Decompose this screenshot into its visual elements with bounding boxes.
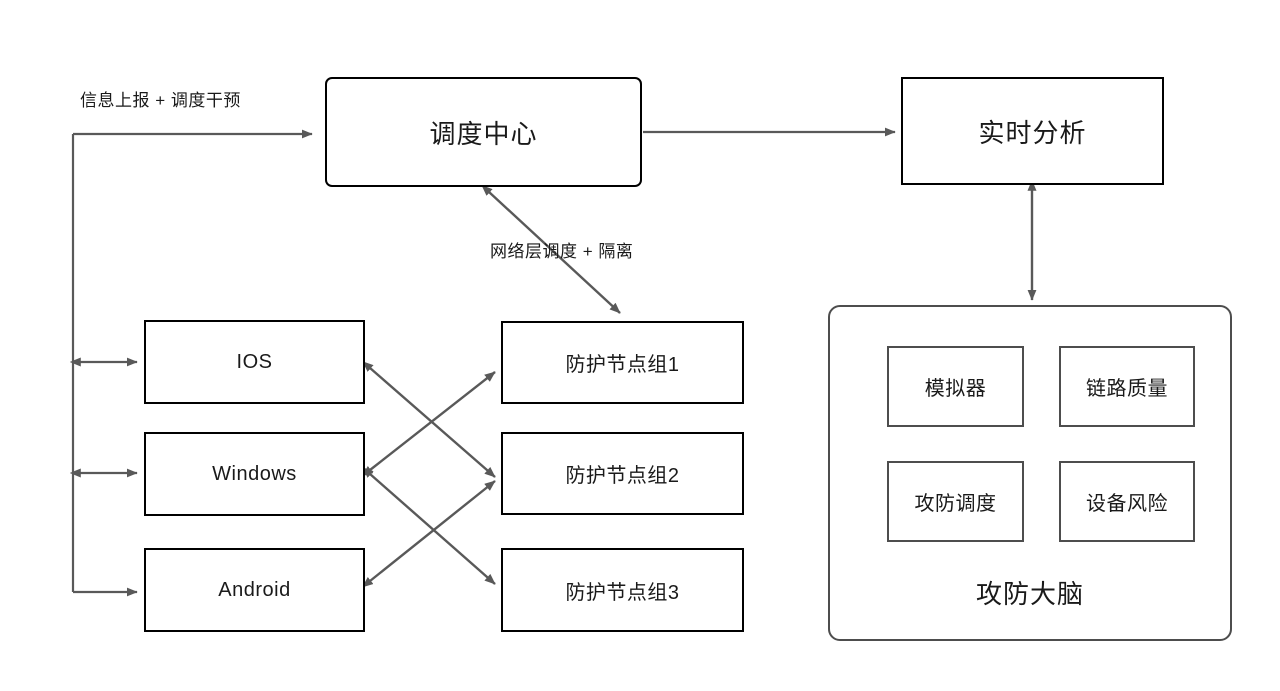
brain-cell-link-quality[interactable]: 链路质量 bbox=[1059, 346, 1195, 427]
edge-label-network-dispatch-isolate: 网络层调度 + 隔离 bbox=[490, 242, 634, 261]
node-platform-windows[interactable]: Windows bbox=[144, 432, 365, 516]
node-protection-group-3[interactable]: 防护节点组3 bbox=[501, 548, 744, 632]
node-dispatch-center[interactable]: 调度中心 bbox=[325, 77, 642, 187]
brain-cell-attack-defense-dispatch[interactable]: 攻防调度 bbox=[887, 461, 1024, 542]
edge-label-report-intervene: 信息上报 + 调度干预 bbox=[80, 91, 241, 110]
edge-android-to-node-group-2 bbox=[362, 480, 496, 588]
node-platform-android[interactable]: Android bbox=[144, 548, 365, 632]
node-realtime-analysis[interactable]: 实时分析 bbox=[901, 77, 1164, 185]
node-protection-group-2[interactable]: 防护节点组2 bbox=[501, 432, 744, 515]
edge-windows-to-node-group-3 bbox=[362, 467, 496, 585]
edge-windows-to-node-group-1 bbox=[361, 371, 496, 477]
node-platform-ios[interactable]: IOS bbox=[144, 320, 365, 404]
node-protection-group-1[interactable]: 防护节点组1 bbox=[501, 321, 744, 404]
brain-title: 攻防大脑 bbox=[975, 579, 1084, 609]
container-attack-defense-brain[interactable]: 模拟器 链路质量 攻防调度 设备风险 攻防大脑 bbox=[828, 305, 1232, 641]
brain-cell-device-risk[interactable]: 设备风险 bbox=[1059, 461, 1195, 542]
brain-cell-simulator[interactable]: 模拟器 bbox=[887, 346, 1024, 427]
edge-ios-to-node-group-2 bbox=[362, 361, 496, 478]
